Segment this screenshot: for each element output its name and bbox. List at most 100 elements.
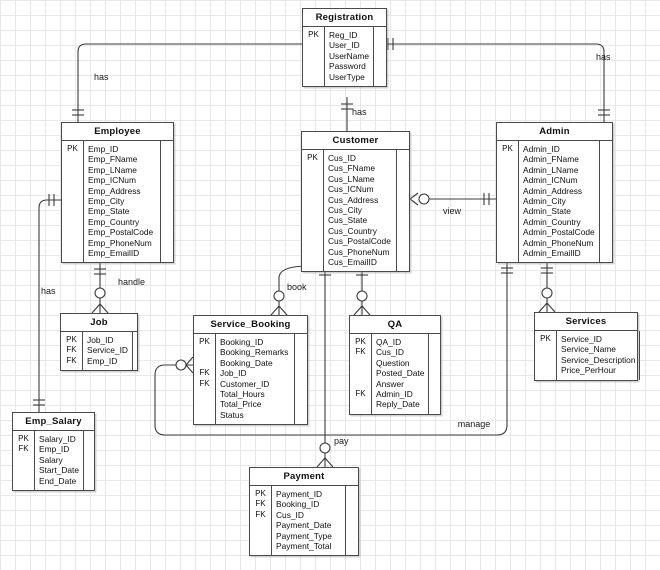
- attribute-name: Admin_State: [523, 206, 571, 217]
- key-marker: [62, 154, 83, 164]
- attribute-name: Cus_ICNum: [328, 184, 374, 195]
- key-marker: FK: [355, 388, 366, 398]
- key-marker: PK: [540, 334, 551, 343]
- key-column: PK: [497, 141, 519, 263]
- attribute-name: Question: [376, 357, 410, 368]
- key-column: PK: [62, 141, 84, 263]
- key-marker: PK: [255, 489, 266, 498]
- key-marker: [535, 344, 556, 354]
- key-marker: [535, 355, 556, 365]
- attribute-name: Emp_ID: [87, 355, 118, 366]
- relationship-customer-booking[interactable]: book: [270, 265, 310, 316]
- relationship-customer-qa[interactable]: [353, 266, 371, 316]
- attribute-name: Admin_Country: [523, 216, 581, 227]
- attribute-name: Cus_Address: [328, 194, 379, 205]
- relationship-customer-payment[interactable]: pay: [316, 266, 349, 468]
- attribute-name: Admin_Address: [523, 185, 583, 196]
- key-marker: FK: [66, 345, 77, 355]
- key-marker: [302, 174, 323, 184]
- key-marker: [303, 51, 324, 61]
- attribute-name: Start_Date: [39, 465, 80, 476]
- key-marker: FK: [355, 347, 366, 357]
- attribute-name: Price_PerHour: [561, 365, 616, 376]
- relationship-admin-services[interactable]: [538, 263, 556, 313]
- attribute-name: Reg_ID: [329, 30, 358, 40]
- attribute-name: Cus_City: [328, 204, 362, 215]
- attribute-name: Cus_ID: [376, 347, 404, 358]
- entity-title: Services: [535, 313, 637, 331]
- attribute-name: Cus_PhoneNum: [328, 246, 390, 257]
- key-marker: [350, 379, 371, 389]
- key-marker: [302, 205, 323, 215]
- key-marker: [13, 476, 34, 486]
- attribute-name: Emp_PostalCode: [88, 227, 154, 238]
- entity-spacer-column: [346, 486, 358, 555]
- attribute-name: End_Date: [39, 475, 77, 486]
- key-marker: [302, 163, 323, 173]
- entity-title: Employee: [62, 123, 173, 141]
- entity-spacer-column: [600, 141, 612, 262]
- attribute-name: Emp_LName: [88, 164, 137, 175]
- relationship-employee-salary[interactable]: has: [33, 194, 61, 412]
- attribute-name: Job_ID: [220, 368, 247, 379]
- key-marker: [302, 236, 323, 246]
- key-marker: [13, 465, 34, 475]
- attribute-name: Payment_ID: [276, 489, 323, 499]
- key-column: PK: [303, 27, 325, 86]
- attribute-name: Admin_FName: [523, 154, 579, 165]
- attribute-name: Cus_Country: [328, 225, 377, 236]
- attribute-name: Emp_ID: [39, 444, 70, 455]
- key-marker: [62, 165, 83, 175]
- relationship-admin-manage[interactable]: manage: [154, 263, 513, 436]
- attribute-name: Emp_ID: [88, 144, 119, 154]
- relationship-reg-customer[interactable]: has: [341, 97, 367, 131]
- key-marker: [350, 399, 371, 409]
- attribute-name: Total_Price: [220, 399, 262, 410]
- key-marker: FK: [255, 499, 266, 509]
- attribute-name: QA_ID: [376, 337, 402, 347]
- key-marker: [194, 389, 215, 399]
- key-marker: [13, 455, 34, 465]
- key-marker: FK: [199, 378, 210, 388]
- key-column: PK: [535, 331, 557, 380]
- key-marker: [497, 227, 518, 237]
- attribute-name: UserName: [329, 50, 370, 61]
- attribute-name: Emp_Country: [88, 216, 140, 227]
- key-marker: [62, 196, 83, 206]
- entity-spacer-column: [295, 334, 307, 424]
- entity-spacer-column: [84, 431, 96, 490]
- key-marker: [250, 531, 271, 541]
- attribute-name: Emp_Address: [88, 185, 141, 196]
- relationship-reg-admin[interactable]: has: [387, 43, 611, 122]
- attribute-name: Admin_LName: [523, 164, 579, 175]
- key-marker: [194, 399, 215, 409]
- entity-title: Registration: [303, 9, 386, 27]
- key-marker: [497, 238, 518, 248]
- attribute-name: Salary_ID: [39, 434, 76, 444]
- entity-title: QA: [350, 316, 440, 334]
- key-marker: [535, 365, 556, 375]
- attribute-name: Service_ID: [561, 334, 602, 344]
- relationship-reg-employee[interactable]: has: [72, 38, 394, 122]
- relationship-employee-job[interactable]: handle: [91, 263, 145, 314]
- key-marker: [497, 154, 518, 164]
- relationship-customer-admin-view[interactable]: view: [409, 192, 496, 216]
